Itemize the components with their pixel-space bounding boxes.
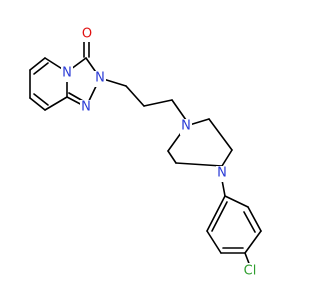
bond — [125, 85, 145, 107]
bond — [208, 118, 233, 151]
bond — [143, 99, 173, 107]
atom-labels-layer: O N N N N N Cl — [61, 26, 260, 279]
atom-nitrogen-piperazine-top: N — [181, 119, 191, 134]
atom-nitrogen-triazole: N — [95, 71, 105, 86]
bond — [29, 57, 46, 71]
atom-background — [240, 263, 260, 279]
molecule-svg: O N N N N N Cl — [29, 26, 262, 279]
atom-background — [94, 71, 106, 87]
bond — [44, 96, 68, 111]
bond — [211, 201, 228, 232]
bond — [221, 179, 226, 197]
bond — [175, 162, 223, 167]
bond — [33, 93, 49, 106]
bond — [167, 150, 177, 164]
atom-background — [180, 119, 192, 135]
atom-background — [61, 66, 73, 82]
bond — [224, 195, 249, 208]
atom-nitrogen-piperazine-bottom: N — [217, 166, 227, 181]
bond — [206, 195, 226, 232]
bond — [243, 211, 256, 233]
bond — [244, 230, 262, 254]
atom-background — [216, 166, 228, 182]
atom-nitrogen-fusion: N — [62, 66, 72, 81]
bond — [206, 230, 222, 254]
atom-chlorine: Cl — [244, 264, 257, 279]
bond — [68, 92, 84, 102]
atom-background — [80, 100, 92, 116]
atom-background — [80, 26, 94, 42]
bond — [171, 99, 187, 121]
bond — [33, 62, 49, 75]
bond — [29, 97, 46, 111]
structure-diagram: O N N N N N Cl — [29, 26, 262, 279]
bond — [221, 149, 233, 167]
atom-oxygen: O — [82, 27, 92, 42]
bond — [247, 206, 262, 232]
atom-nitrogen-imine: N — [81, 100, 91, 115]
